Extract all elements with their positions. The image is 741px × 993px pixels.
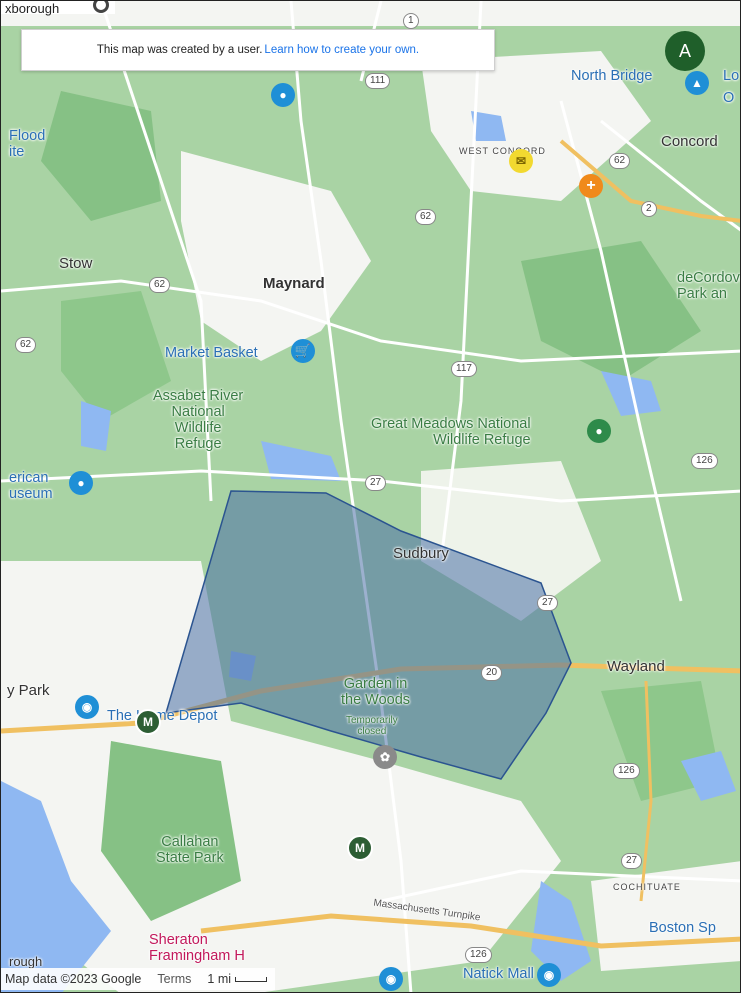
route-shield-27: 27 — [537, 595, 559, 611]
museum-pin-icon[interactable]: ● — [69, 471, 93, 495]
closed-garden-pin-icon[interactable]: ✿ — [373, 745, 397, 769]
urban-strip-top — [1, 1, 740, 26]
route-shield-126: 126 — [691, 453, 718, 469]
radio-knob-icon[interactable] — [93, 1, 109, 13]
place-label-boston-sports: Boston Sp — [649, 920, 716, 936]
place-label-temporarily-closed: Temporarily closed — [346, 715, 398, 737]
place-label-lo: Lo — [723, 68, 740, 84]
mail-pin-icon[interactable]: ✉ — [509, 149, 533, 173]
route-2-highway — [559, 139, 740, 223]
account-avatar[interactable]: A — [665, 31, 705, 71]
place-label-north-bridge: North Bridge — [571, 68, 653, 84]
urban-area-west-concord — [421, 51, 651, 201]
place-label-assabet-refuge: Assabet River National Wildlife Refuge — [153, 388, 244, 452]
route-shield-126: 126 — [613, 763, 640, 779]
water-body — [531, 881, 591, 981]
park-patch — [521, 241, 701, 381]
place-label-market-basket: Market Basket — [165, 345, 258, 361]
place-label-wayland: Wayland — [607, 658, 665, 675]
urban-area-maynard — [181, 151, 371, 361]
user-map-banner: This map was created by a user. Learn ho… — [21, 29, 495, 71]
route-shield-117: 117 — [451, 361, 477, 377]
route-27-highway — [639, 680, 653, 902]
route-shield-20: 20 — [481, 665, 503, 681]
water-body — [81, 401, 111, 451]
museum-pin-icon[interactable]: ● — [271, 83, 295, 107]
route-shield-62: 62 — [415, 209, 437, 225]
place-label-callahan-state-park: Callahan State Park — [156, 834, 224, 866]
place-label-concord: Concord — [661, 133, 718, 150]
route-shield-62: 62 — [15, 337, 37, 353]
transit-m-pin-icon[interactable]: M — [135, 709, 161, 735]
place-label-natick-mall: Natick Mall — [463, 966, 534, 982]
water-body — [1, 781, 111, 992]
route-shield-27: 27 — [365, 475, 387, 491]
route-shield-62: 62 — [609, 153, 631, 169]
park-pin-icon[interactable]: ● — [587, 419, 611, 443]
shopping-cart-pin-icon[interactable]: 🛒 — [291, 339, 315, 363]
water-body — [601, 371, 661, 416]
place-label-rough: rough — [9, 954, 43, 969]
route-shield-111: 111 — [365, 73, 391, 89]
scale-label: 1 mi — [207, 972, 232, 986]
place-label-park: y Park — [7, 682, 50, 699]
map-footer: Map data ©2023 Google Terms 1 mi — [1, 968, 276, 990]
route-shield-62: 62 — [149, 277, 171, 293]
learn-more-link[interactable]: Learn how to create your own. — [264, 44, 420, 56]
shopping-bag-pin-icon[interactable]: ◉ — [75, 695, 99, 719]
route-shield-126: 126 — [465, 947, 492, 963]
route-shield-27: 27 — [621, 853, 643, 869]
water-body — [261, 441, 341, 481]
scale-bar-line — [235, 976, 268, 982]
mass-turnpike-highway — [200, 913, 740, 949]
park-patch — [61, 291, 171, 421]
shopping-pin-icon[interactable]: ◉ — [379, 967, 403, 991]
scale-bar[interactable]: 1 mi — [207, 972, 268, 986]
place-label-great-meadows: Great Meadows National Wildlife Refuge — [371, 416, 531, 448]
route-shield-1: 1 — [403, 13, 419, 29]
transit-m-pin-icon[interactable]: M — [347, 835, 373, 861]
place-label-o: O — [723, 90, 735, 106]
place-label-flood: Flood ite — [9, 128, 46, 160]
route-shield-2: 2 — [641, 201, 657, 217]
hospital-pin-icon[interactable]: + — [579, 174, 603, 198]
place-label-sudbury: Sudbury — [393, 545, 449, 562]
place-label-xborough: xborough — [5, 1, 60, 16]
banner-text: This map was created by a user. — [96, 44, 263, 56]
shopping-bag-pin-icon[interactable]: ◉ — [537, 963, 561, 987]
place-label-american-museum: erican useum — [9, 470, 53, 502]
map-data-attribution: Map data ©2023 Google — [5, 972, 142, 986]
place-label-sheraton: Sheraton Framingham H — [149, 932, 245, 964]
place-label-maynard: Maynard — [263, 275, 325, 292]
water-body — [471, 111, 506, 141]
place-label-garden-in-the-woods: Garden in the Woods — [341, 676, 411, 708]
park-patch-callahan — [101, 741, 241, 921]
landmark-pin-icon[interactable]: ▲ — [685, 71, 709, 95]
place-label-cochituate: COCHITUATE — [613, 882, 681, 892]
place-label-stow: Stow — [59, 255, 93, 272]
place-label-west-concord: WEST CONCORD — [459, 146, 546, 156]
user-drawn-polygon[interactable] — [164, 490, 572, 780]
terms-link[interactable]: Terms — [157, 972, 192, 986]
place-label-decordova: deCordova Park an — [677, 270, 741, 302]
place-label-home-depot: The Home Depot — [107, 708, 218, 724]
park-patch — [41, 91, 161, 221]
water-body — [681, 751, 736, 801]
map-control-strip: xborough — [1, 1, 115, 16]
